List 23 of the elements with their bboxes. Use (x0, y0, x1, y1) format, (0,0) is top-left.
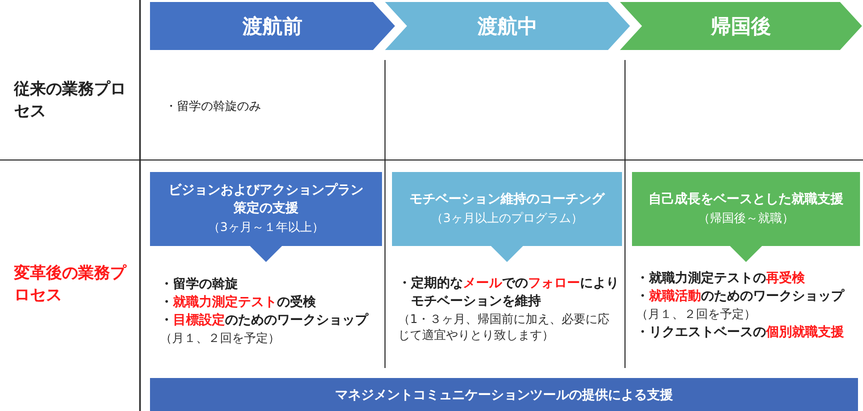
bullet-item: ・就職活動のためのワークショップ (636, 288, 846, 306)
note-text: （月１、２回を予定） (636, 306, 757, 322)
stage-title: 帰国後 (711, 12, 771, 40)
bullet-item: ・定期的なメールでのフォローによりモチベーションを維持 (398, 275, 620, 311)
bullet-item: ・就職力測定テストの受検 (160, 294, 317, 312)
callout-title: ビジョンおよびアクションプラン策定の支援 (168, 182, 364, 218)
bullet-item: ・留学の斡旋 (160, 276, 239, 294)
callout-subtitle: （帰国後～就職） (698, 210, 794, 227)
banner-text: マネジメントコミュニケーションツールの提供による支援 (335, 386, 673, 404)
bullet-item: ・就職力測定テストの再受検 (636, 270, 806, 288)
row-heading: 従来の業務プロセス (14, 78, 126, 122)
callout-subtitle: （3ヶ月～１年以上） (208, 219, 324, 236)
note-text: （月１、２回を予定） (160, 330, 281, 346)
bullet-item: ・留学の斡旋のみ (165, 98, 262, 115)
bullet-item: ・リクエストベースの個別就職支援 (636, 324, 845, 342)
note-text: （1・３ヶ月、帰国前に加え、必要に応じて適宜やりとり致します） (398, 311, 611, 343)
callout-title: 自己成長をベースとした就職支援 (648, 191, 844, 209)
stage-title: 渡航中 (478, 12, 538, 40)
bullet-item: ・目標設定のためのワークショップ (160, 312, 370, 330)
callout-title: モチベーション維持のコーチング (410, 191, 604, 209)
stage-title: 渡航前 (242, 12, 302, 40)
row-heading: 変革後の業務プロセス (14, 262, 126, 306)
callout-subtitle: （3ヶ月以上のプログラム） (431, 210, 583, 227)
